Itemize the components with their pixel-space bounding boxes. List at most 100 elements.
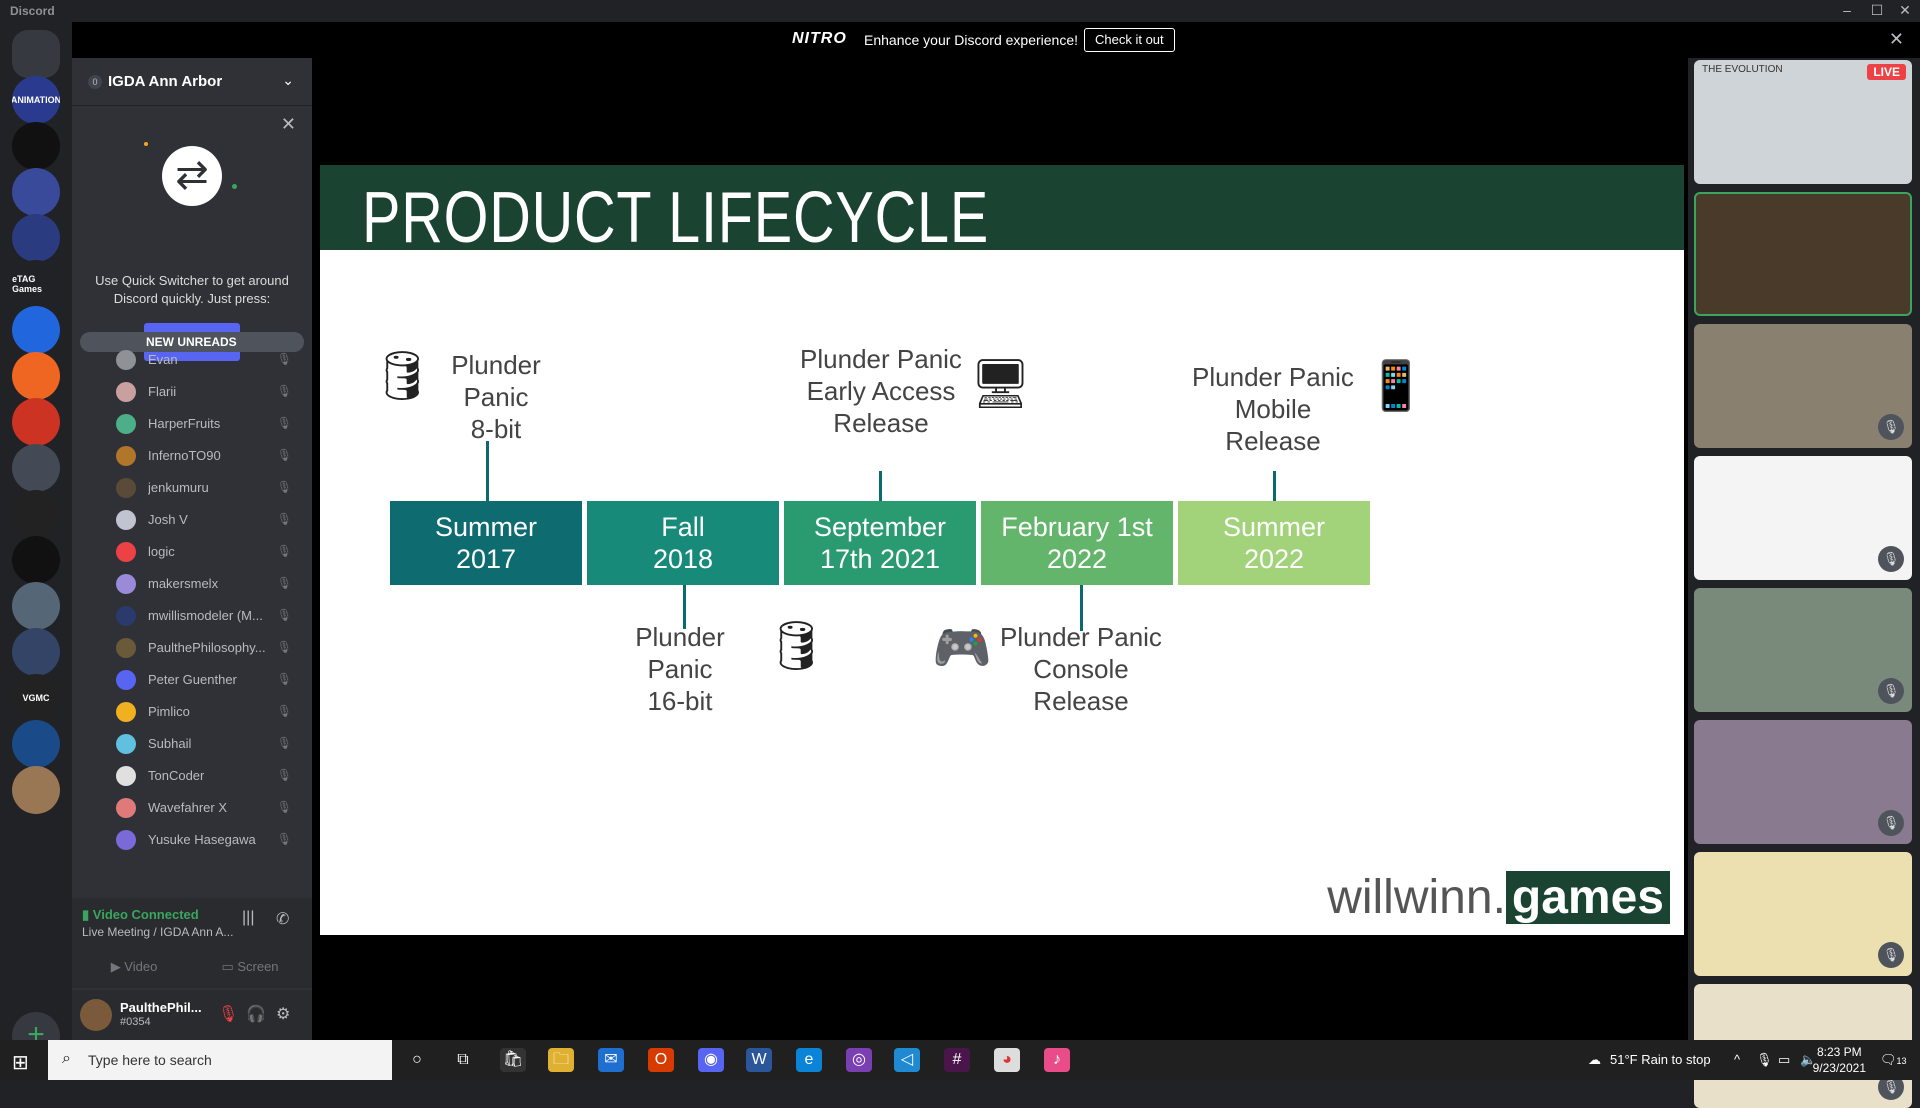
- mute-icon[interactable]: 🎙: [218, 1006, 239, 1023]
- close-window-button[interactable]: ✕: [1899, 2, 1911, 18]
- maximize-button[interactable]: ☐: [1870, 2, 1884, 18]
- headphones-icon[interactable]: 🎧: [246, 1006, 266, 1023]
- new-unreads-bar[interactable]: NEW UNREADS: [80, 332, 304, 352]
- voice-member[interactable]: TonCoder🎙: [72, 760, 312, 792]
- voice-member[interactable]: PaulthePhilosophy...🎙: [72, 632, 312, 664]
- participant-tile[interactable]: 🎙: [1694, 324, 1912, 448]
- home-discord-icon[interactable]: [12, 30, 60, 78]
- file-explorer-icon[interactable]: 🗀: [548, 1048, 574, 1072]
- chevron-down-icon[interactable]: ⌄: [282, 72, 294, 88]
- participant-tile[interactable]: 🎙: [1694, 456, 1912, 580]
- username[interactable]: PaulthePhil...: [120, 1000, 202, 1015]
- taskbar-search[interactable]: ⌕ Type here to search: [48, 1040, 392, 1080]
- server-icon[interactable]: ANIMATION: [12, 76, 60, 124]
- cortana-icon[interactable]: ○: [412, 1051, 422, 1068]
- notification-icon[interactable]: 🗨13: [1880, 1052, 1907, 1067]
- voice-member[interactable]: Pimlico🎙: [72, 696, 312, 728]
- server-icon[interactable]: [12, 398, 60, 446]
- voice-member[interactable]: makersmelx🎙: [72, 568, 312, 600]
- voice-member[interactable]: logic🎙: [72, 536, 312, 568]
- voice-location[interactable]: Live Meeting / IGDA Ann A...: [82, 925, 234, 939]
- github-icon[interactable]: ◎: [846, 1048, 872, 1072]
- server-icon[interactable]: VGMC: [12, 674, 60, 722]
- slack-icon[interactable]: #: [944, 1048, 970, 1072]
- video-button-label: Video: [124, 959, 158, 974]
- close-icon[interactable]: ✕: [1888, 29, 1904, 49]
- avatar[interactable]: [80, 999, 112, 1031]
- edge-icon[interactable]: e: [796, 1048, 822, 1072]
- server-icon[interactable]: [12, 720, 60, 768]
- noise-suppression-icon[interactable]: |||: [242, 909, 255, 926]
- voice-member[interactable]: Josh V🎙: [72, 504, 312, 536]
- participant-tile[interactable]: [1694, 192, 1912, 316]
- voice-member[interactable]: mwillismodeler (M...🎙: [72, 600, 312, 632]
- server-header[interactable]: 0 IGDA Ann Arbor ⌄: [72, 58, 312, 106]
- member-name: Flarii: [148, 384, 177, 399]
- voice-member[interactable]: Evan🎙: [72, 344, 312, 376]
- channel-sidebar: 0 IGDA Ann Arbor ⌄ ✕ ⇄ Use Quick Switche…: [72, 58, 312, 1040]
- server-icon[interactable]: [12, 766, 60, 814]
- screen-share-button[interactable]: ▭ Screen: [221, 959, 279, 974]
- server-icon[interactable]: [12, 582, 60, 630]
- disconnect-icon[interactable]: ✆: [276, 911, 290, 928]
- shared-slide: PRODUCT LIFECYCLE Summer 2017 Fall 2018 …: [320, 165, 1684, 935]
- voice-member[interactable]: Wavefahrer X🎙: [72, 792, 312, 824]
- voice-member[interactable]: InfernoTO90🎙: [72, 440, 312, 472]
- muted-mic-icon: 🎙: [276, 672, 292, 686]
- volume-icon[interactable]: 🔈: [1800, 1052, 1817, 1067]
- voice-member[interactable]: jenkumuru🎙: [72, 472, 312, 504]
- weather-text[interactable]: 51°F Rain to stop: [1610, 1052, 1711, 1067]
- server-icon[interactable]: [12, 628, 60, 676]
- voice-member[interactable]: HarperFruits🎙: [72, 408, 312, 440]
- server-icon[interactable]: eTAG Games: [12, 260, 60, 308]
- minimize-button[interactable]: –: [1843, 2, 1851, 18]
- word-icon[interactable]: W: [746, 1048, 772, 1072]
- server-icon[interactable]: [12, 352, 60, 400]
- stream-stage[interactable]: PRODUCT LIFECYCLE Summer 2017 Fall 2018 …: [312, 58, 1688, 1040]
- participant-tile[interactable]: 🎙: [1694, 720, 1912, 844]
- participant-tile[interactable]: 🎙: [1694, 852, 1912, 976]
- store-icon[interactable]: 🛍: [500, 1048, 526, 1072]
- muted-mic-icon: 🎙: [276, 736, 292, 750]
- office-icon[interactable]: O: [648, 1048, 674, 1072]
- microphone-icon[interactable]: 🎙: [1756, 1052, 1773, 1067]
- discord-icon[interactable]: ◉: [698, 1048, 724, 1072]
- task-view-icon[interactable]: ⧉: [457, 1051, 469, 1068]
- voice-member[interactable]: Peter Guenther🎙: [72, 664, 312, 696]
- vscode-icon[interactable]: ◁: [894, 1048, 920, 1072]
- connector-line: [1273, 471, 1276, 501]
- brand-part1: willwinn.: [1327, 871, 1506, 924]
- server-icon[interactable]: [12, 214, 60, 262]
- windows-start-icon[interactable]: ⊞: [12, 1052, 29, 1074]
- battery-icon[interactable]: ▭: [1778, 1052, 1791, 1067]
- system-clock[interactable]: 8:23 PM 9/23/2021: [1813, 1044, 1866, 1076]
- gear-icon[interactable]: ⚙: [276, 1006, 291, 1023]
- tray-chevron-icon[interactable]: ^: [1734, 1052, 1741, 1067]
- voice-member[interactable]: Subhail🎙: [72, 728, 312, 760]
- voice-member[interactable]: Yusuke Hasegawa🎙: [72, 824, 312, 856]
- itunes-icon[interactable]: ♪: [1044, 1048, 1070, 1072]
- server-icon[interactable]: [12, 168, 60, 216]
- server-icon[interactable]: [12, 122, 60, 170]
- server-icon[interactable]: [12, 490, 60, 538]
- avatar: [116, 510, 136, 530]
- avatar: [116, 350, 136, 370]
- voice-connected-status[interactable]: ▮ Video Connected: [82, 907, 199, 922]
- video-button[interactable]: ▶ Video: [110, 959, 158, 974]
- barrel-icon: 🛢: [372, 350, 433, 403]
- voice-member[interactable]: Flarii🎙: [72, 376, 312, 408]
- server-icon[interactable]: [12, 306, 60, 354]
- participant-tile[interactable]: 🎙: [1694, 588, 1912, 712]
- chrome-icon[interactable]: ◕: [994, 1048, 1020, 1072]
- mail-icon[interactable]: ✉: [598, 1048, 624, 1072]
- close-icon[interactable]: ✕: [280, 114, 296, 134]
- voice-status-text: Video Connected: [92, 907, 199, 922]
- server-icon[interactable]: [12, 536, 60, 584]
- member-name: mwillismodeler (M...: [148, 608, 263, 623]
- server-icon[interactable]: [12, 444, 60, 492]
- avatar: [116, 670, 136, 690]
- sparkle-dot: [232, 184, 237, 189]
- nitro-cta-button[interactable]: Check it out: [1084, 28, 1175, 52]
- weather-icon[interactable]: ☁: [1588, 1052, 1601, 1067]
